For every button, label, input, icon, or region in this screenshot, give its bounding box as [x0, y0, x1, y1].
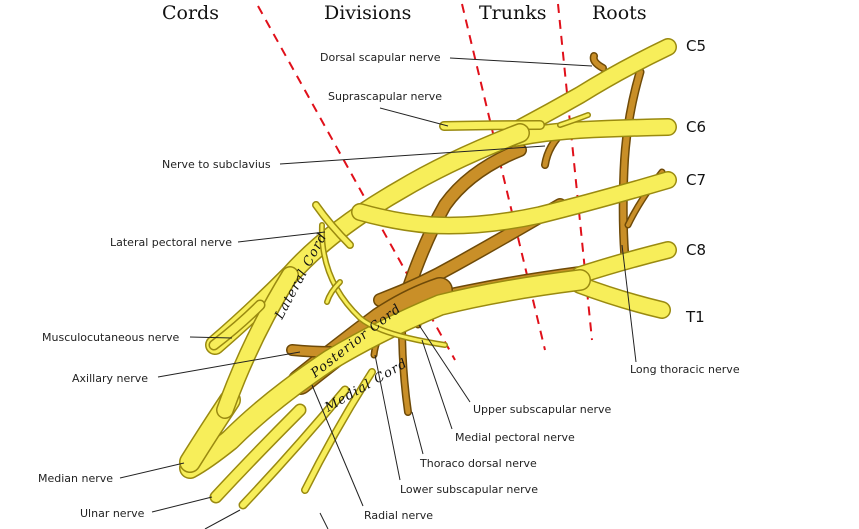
label-musculocutaneous-nerve: Musculocutaneous nerve — [42, 331, 180, 344]
label-thoraco-dorsal-nerve: Thoraco dorsal nerve — [419, 457, 537, 470]
label-nerve-to-subclavius: Nerve to subclavius — [162, 158, 271, 171]
root-label-c6: C6 — [686, 118, 706, 136]
root-label-c5: C5 — [686, 37, 706, 55]
label-axillary-nerve: Axillary nerve — [72, 372, 148, 385]
header-cords: Cords — [162, 2, 219, 24]
label-upper-subscapular-nerve: Upper subscapular nerve — [473, 403, 612, 416]
header-roots: Roots — [592, 2, 647, 24]
label-dorsal-scapular-nerve: Dorsal scapular nerve — [320, 51, 441, 64]
label-long-thoracic-nerve: Long thoracic nerve — [630, 363, 740, 376]
divider-trunks-roots — [557, 3, 593, 341]
label-median-nerve: Median nerve — [38, 472, 113, 485]
root-label-c7: C7 — [686, 171, 706, 189]
label-radial-nerve: Radial nerve — [364, 509, 433, 522]
label-medial-pectoral-nerve: Medial pectoral nerve — [455, 431, 575, 444]
label-lateral-pectoral-nerve: Lateral pectoral nerve — [110, 236, 232, 249]
label-lower-subscapular-nerve: Lower subscapular nerve — [400, 483, 538, 496]
label-ulnar-nerve: Ulnar nerve — [80, 507, 145, 520]
anterior-nerves — [179, 38, 677, 510]
leader-lines — [119, 57, 637, 529]
header-divisions: Divisions — [324, 2, 411, 24]
header-trunks: Trunks — [479, 2, 547, 24]
root-label-c8: C8 — [686, 241, 706, 259]
root-label-t1: T1 — [685, 308, 705, 326]
label-suprascapular-nerve: Suprascapular nerve — [328, 90, 442, 103]
